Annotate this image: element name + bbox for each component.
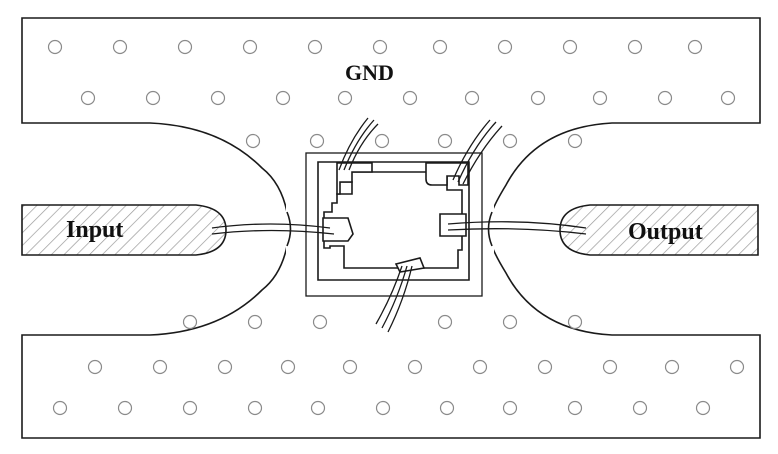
gnd-bond-wire-right-1 xyxy=(452,119,491,181)
via-hole xyxy=(182,314,198,330)
via-hole xyxy=(80,90,96,106)
via-hole xyxy=(567,400,583,416)
gnd-bond-wire-bottom-3 xyxy=(387,265,413,333)
via-hole xyxy=(657,90,673,106)
output-label: Output xyxy=(628,219,703,245)
gnd-bond-wire-bottom-1 xyxy=(375,265,403,325)
via-hole xyxy=(627,39,643,55)
via-hole xyxy=(309,133,325,149)
via-hole xyxy=(472,359,488,375)
via-hole xyxy=(280,359,296,375)
via-hole xyxy=(530,90,546,106)
via-hole xyxy=(275,90,291,106)
via-hole xyxy=(312,314,328,330)
gnd-bond-wire-left-2 xyxy=(343,119,375,171)
via-hole xyxy=(432,39,448,55)
via-hole xyxy=(117,400,133,416)
via-hole xyxy=(307,39,323,55)
bond-wires xyxy=(211,117,587,333)
via-hole xyxy=(337,90,353,106)
via-hole xyxy=(242,39,258,55)
via-hole xyxy=(375,400,391,416)
via-hole xyxy=(664,359,680,375)
via-hole xyxy=(247,314,263,330)
via-hole xyxy=(112,39,128,55)
via-hole xyxy=(502,400,518,416)
via-hole xyxy=(497,39,513,55)
via-grid xyxy=(47,39,745,416)
via-hole xyxy=(402,90,418,106)
output-bond-wire-2 xyxy=(447,228,587,235)
via-hole xyxy=(695,400,711,416)
via-hole xyxy=(310,400,326,416)
via-hole xyxy=(372,39,388,55)
via-hole xyxy=(567,133,583,149)
via-hole xyxy=(464,90,480,106)
via-hole xyxy=(632,400,648,416)
output-bond-wire-1 xyxy=(447,221,587,229)
gnd-label: GND xyxy=(345,60,394,85)
via-hole xyxy=(437,314,453,330)
via-hole xyxy=(245,133,261,149)
via-hole xyxy=(592,90,608,106)
input-bond-wire-1 xyxy=(211,223,331,229)
gnd-bond-wire-bottom-2 xyxy=(381,265,408,329)
via-hole xyxy=(87,359,103,375)
via-hole xyxy=(47,39,63,55)
via-hole xyxy=(182,400,198,416)
gnd-bond-wire-left-3 xyxy=(348,123,379,171)
via-hole xyxy=(502,133,518,149)
via-hole xyxy=(567,314,583,330)
output-pad xyxy=(439,213,467,237)
via-hole xyxy=(407,359,423,375)
via-hole xyxy=(217,359,233,375)
via-hole xyxy=(437,133,453,149)
via-hole xyxy=(152,359,168,375)
gnd-pad-right xyxy=(425,162,469,186)
via-hole xyxy=(177,39,193,55)
input-bond-wire-2 xyxy=(211,229,335,235)
via-hole xyxy=(342,359,358,375)
input-pad xyxy=(322,217,354,242)
output-trace xyxy=(559,204,759,256)
input-label: Input xyxy=(66,217,123,243)
via-hole xyxy=(247,400,263,416)
via-hole xyxy=(602,359,618,375)
via-hole xyxy=(210,90,226,106)
gnd-pad-left xyxy=(336,162,373,195)
gnd-bond-wire-right-3 xyxy=(462,125,503,185)
via-hole xyxy=(720,90,736,106)
via-hole xyxy=(52,400,68,416)
input-trace xyxy=(21,204,227,256)
gnd-bond-wire-left-1 xyxy=(338,117,369,171)
via-hole xyxy=(439,400,455,416)
gnd-bond-wire-right-2 xyxy=(457,121,497,183)
via-hole xyxy=(537,359,553,375)
via-hole xyxy=(502,314,518,330)
bottom-gnd-pad xyxy=(394,257,426,273)
via-hole xyxy=(687,39,703,55)
via-hole xyxy=(562,39,578,55)
via-hole xyxy=(729,359,745,375)
via-hole xyxy=(145,90,161,106)
via-hole xyxy=(374,133,390,149)
